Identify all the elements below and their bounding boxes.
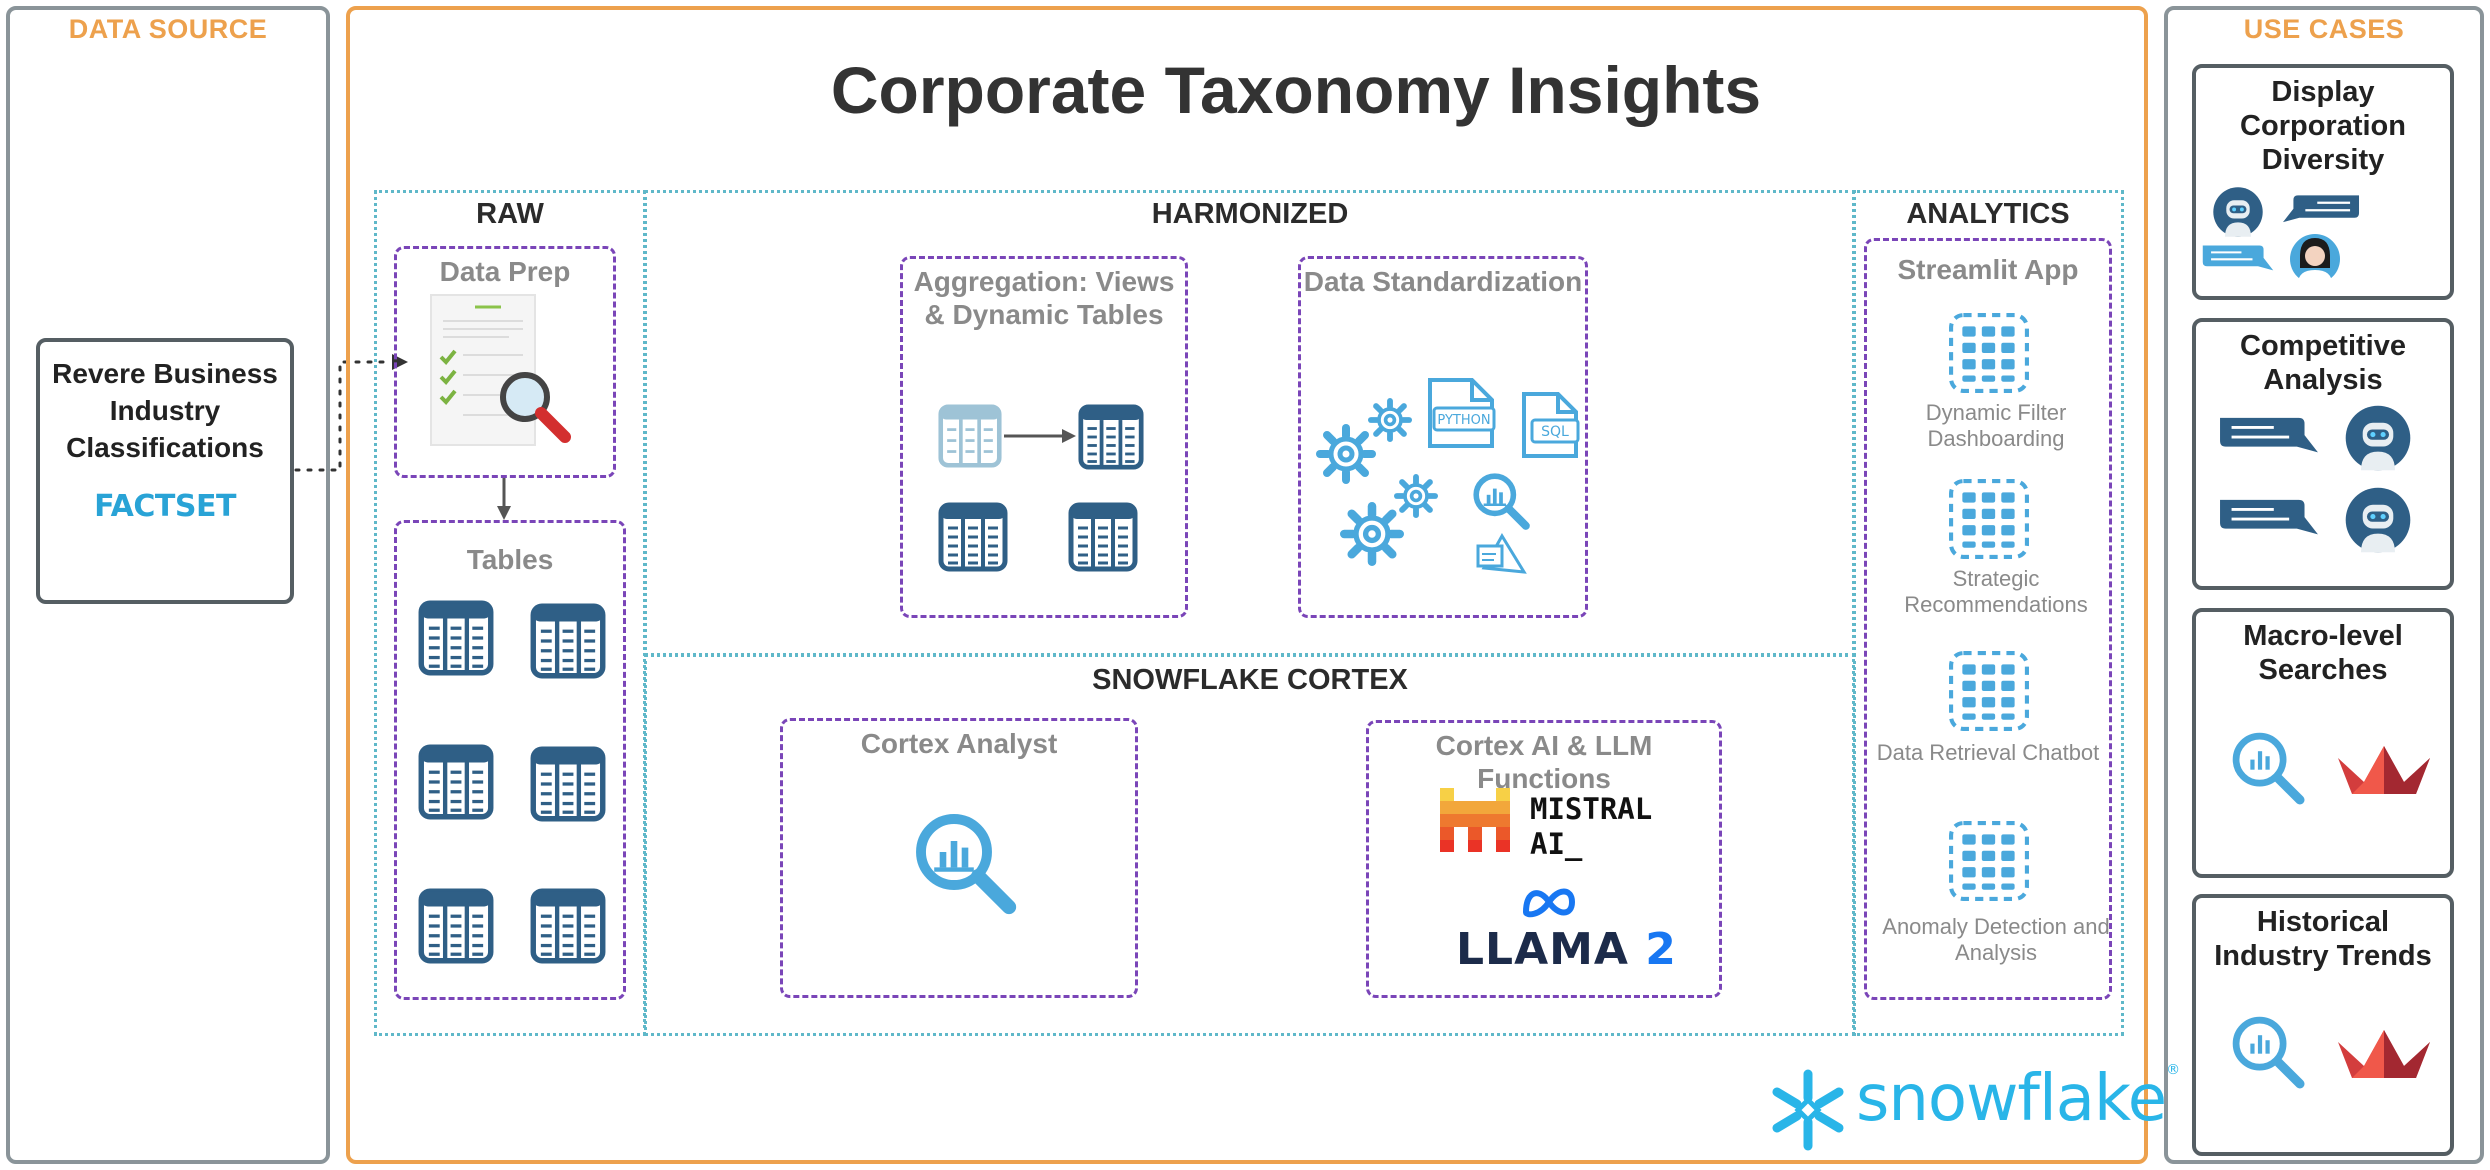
robot-avatar-icon <box>2344 404 2412 472</box>
aggregation-box[interactable]: Aggregation: Views & Dynamic Tables <box>900 256 1188 618</box>
cortex-llm-box[interactable]: Cortex AI & LLM Functions <box>1366 720 1722 998</box>
mistral-line2: AI_ <box>1530 826 1583 861</box>
mistral-logo <box>1440 788 1510 852</box>
table-icon <box>418 600 494 676</box>
cortex-header: SNOWFLAKE CORTEX <box>1092 664 1408 696</box>
chat-bubble-icon <box>2200 242 2276 278</box>
use-cases-panel <box>2164 6 2484 1164</box>
use-case-card-historical[interactable]: Historical Industry Trends <box>2192 894 2454 1156</box>
analytics-search-icon <box>2226 726 2310 810</box>
registered-mark: ® <box>2166 1062 2180 1078</box>
raw-header: RAW <box>476 198 544 230</box>
sql-file-icon: SQL <box>1522 392 1580 458</box>
dashboard-grid-icon <box>1948 820 2030 902</box>
snowflake-logo <box>1772 1069 1844 1151</box>
dashboard-grid-icon <box>1948 312 2030 394</box>
table-icon <box>938 502 1008 572</box>
table-icon <box>530 888 606 964</box>
dashboard-grid-icon <box>1948 478 2030 560</box>
python-file-icon: PYTHON <box>1428 378 1496 448</box>
streamlit-logo <box>2334 1020 2434 1080</box>
analytics-search-icon <box>2226 1010 2310 1094</box>
snowflake-wordmark: snowflake® <box>1856 1062 2180 1136</box>
revere-source-card[interactable]: Revere Business Industry Classifications… <box>36 338 294 604</box>
table-icon <box>530 603 606 679</box>
table-icon <box>1078 404 1144 470</box>
use-case-title: Historical Industry Trends <box>2214 906 2432 972</box>
cortex-analyst-label: Cortex Analyst <box>860 728 1058 759</box>
llama-wordmark: LLAMA 2 <box>1456 924 1677 975</box>
standardization-label: Data Standardization <box>1303 266 1583 297</box>
app-label-anomaly: Anomaly Detection and Analysis <box>1882 914 2110 966</box>
chart-document-icon <box>1476 533 1527 574</box>
mistral-line1: MISTRAL <box>1530 792 1653 826</box>
standardization-box[interactable]: Data Standardization <box>1298 256 1588 618</box>
streamlit-app-label: Streamlit App <box>1897 254 2079 285</box>
llama-number: 2 <box>1645 924 1677 975</box>
harmonized-section <box>644 190 1856 656</box>
gear-icon <box>1368 398 1412 442</box>
arrow-icon <box>1004 429 1076 443</box>
streamlit-app-box[interactable]: Streamlit App <box>1864 238 2112 1000</box>
use-case-title: Macro-level Searches <box>2243 620 2403 686</box>
person-avatar-icon <box>2290 234 2340 284</box>
table-icon <box>1068 502 1138 572</box>
use-cases-header: USE CASES <box>2243 14 2405 44</box>
data-source-panel <box>6 6 330 1164</box>
source-card-title: Revere Business Industry Classifications <box>52 358 278 463</box>
snowflake-logo-text: snowflake <box>1856 1062 2167 1136</box>
tables-box[interactable]: Tables <box>394 520 626 1000</box>
use-case-card-competitive[interactable]: Competitive Analysis <box>2192 318 2454 590</box>
use-case-card-macro[interactable]: Macro-level Searches <box>2192 608 2454 878</box>
robot-avatar-icon <box>2212 186 2264 238</box>
cortex-llm-label: Cortex AI & LLM Functions <box>1435 730 1653 795</box>
mistral-wordmark: MISTRAL AI_ <box>1530 792 1652 862</box>
python-label: PYTHON <box>1437 413 1490 428</box>
app-label-chatbot: Data Retrieval Chatbot <box>1876 740 2100 765</box>
sql-label: SQL <box>1541 424 1569 440</box>
analytics-section <box>1852 190 2124 1036</box>
document-magnifier-icon <box>430 294 571 446</box>
main-panel <box>346 6 2148 1164</box>
meta-logo <box>1523 888 1576 918</box>
data-source-header: DATA SOURCE <box>68 14 268 44</box>
robot-avatar-icon <box>2344 486 2412 554</box>
app-label-recommendations: Strategic Recommendations <box>1904 566 2088 618</box>
llama-text: LLAMA <box>1456 924 1629 975</box>
table-icon <box>418 888 494 964</box>
use-case-title: Display Corporation Diversity <box>2240 76 2406 176</box>
chat-bubble-icon <box>2216 496 2322 544</box>
use-case-title: Competitive Analysis <box>2240 330 2406 396</box>
aggregation-label: Aggregation: Views & Dynamic Tables <box>913 266 1175 331</box>
data-prep-box[interactable]: Data Prep <box>394 246 616 478</box>
table-icon <box>938 404 1002 468</box>
gear-icon <box>1394 474 1438 518</box>
cortex-analyst-box[interactable]: Cortex Analyst <box>780 718 1138 998</box>
page-title: Corporate Taxonomy Insights <box>830 53 1762 127</box>
dashboard-grid-icon <box>1948 650 2030 732</box>
analytics-search-icon <box>1470 470 1532 532</box>
chat-bubble-icon <box>2280 192 2362 230</box>
table-icon <box>418 744 494 820</box>
data-prep-label: Data Prep <box>439 256 571 287</box>
harmonized-header: HARMONIZED <box>1151 198 1349 230</box>
app-label-dashboarding: Dynamic Filter Dashboarding <box>1925 400 2067 452</box>
gear-icon <box>1316 424 1376 484</box>
analytics-header: ANALYTICS <box>1906 198 2070 230</box>
analytics-search-icon <box>910 808 1020 918</box>
table-icon <box>530 746 606 822</box>
chat-bubble-icon <box>2216 414 2322 462</box>
factset-logo: FACTSET <box>94 488 236 524</box>
streamlit-logo <box>2334 736 2434 796</box>
tables-label: Tables <box>466 544 554 575</box>
